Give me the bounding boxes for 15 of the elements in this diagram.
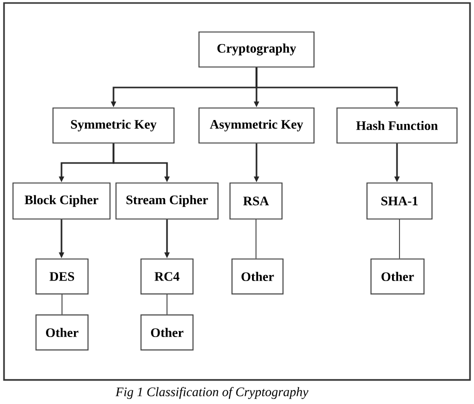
category-box: Other bbox=[370, 258, 425, 295]
category-box: RSA bbox=[229, 182, 283, 220]
category-box: Stream Cipher bbox=[115, 182, 219, 220]
category-box: Other bbox=[231, 258, 284, 295]
category-box: Symmetric Key bbox=[52, 107, 175, 144]
category-box: Asymmetric Key bbox=[198, 107, 315, 144]
category-box: Cryptography bbox=[198, 31, 315, 68]
caption: Fig 1 Classification of Cryptography bbox=[115, 387, 308, 399]
category-box: Other bbox=[140, 314, 194, 351]
category-box: Other bbox=[35, 314, 89, 351]
category-box: RC4 bbox=[140, 258, 194, 295]
category-box: SHA-1 bbox=[366, 182, 433, 220]
category-box: Hash Function bbox=[336, 107, 458, 144]
category-box: Block Cipher bbox=[12, 182, 111, 220]
category-box: DES bbox=[35, 258, 89, 295]
